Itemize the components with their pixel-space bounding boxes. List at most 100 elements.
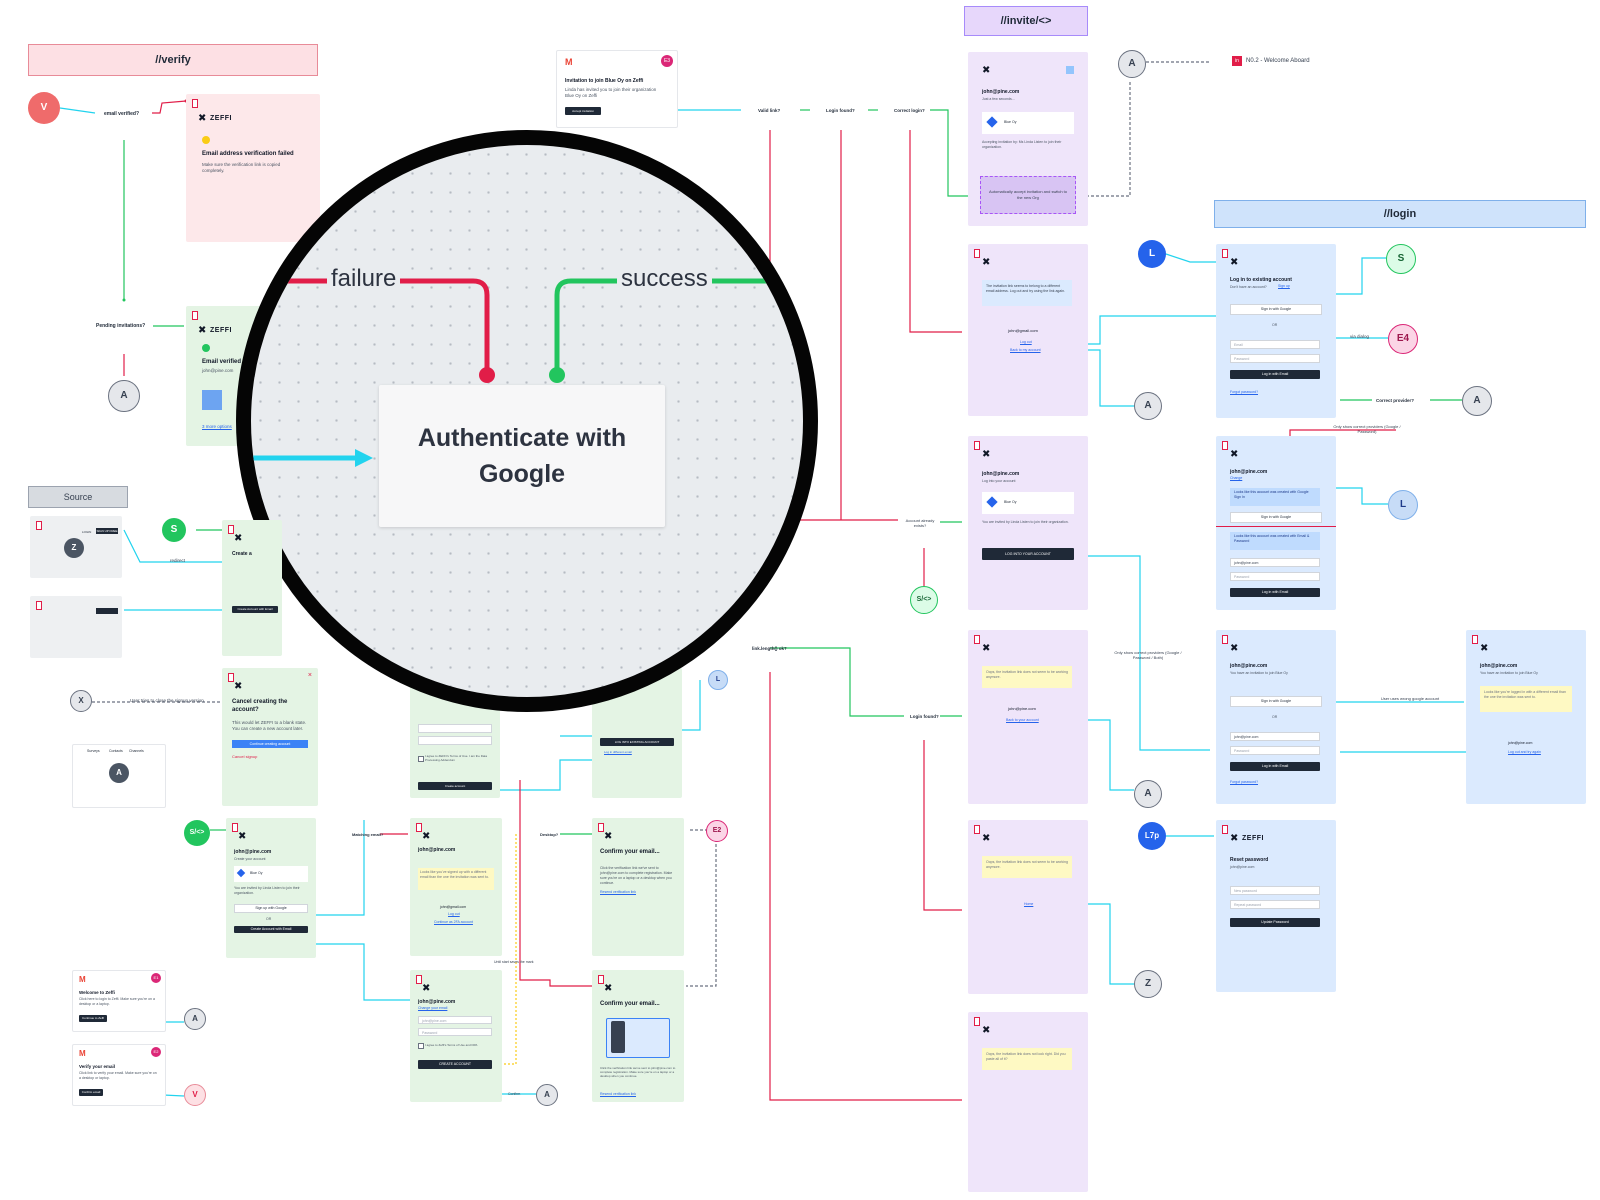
zeffi-logo-icon: ✖ xyxy=(982,65,991,76)
change-email-link[interactable]: Change your email xyxy=(418,1006,448,1010)
frame-login-invite: ✖ john@pine.com You have an invitation t… xyxy=(1216,630,1336,804)
node-a-verify: A xyxy=(108,380,140,412)
invite-login-sub: Log into your account xyxy=(982,479,1016,483)
login-invite-email-field[interactable]: john@pine.com xyxy=(1230,732,1320,741)
create-email-field[interactable]: john@pine.com xyxy=(418,1016,492,1024)
login-invite-google-button[interactable]: Sign in with Google xyxy=(1230,696,1322,707)
badge-e1: E1 xyxy=(151,973,161,983)
provider-login-button[interactable]: Log in with Email xyxy=(1230,588,1320,597)
create-left-button[interactable]: Create Account with Email xyxy=(232,606,278,613)
label-matching-email: Matching email? xyxy=(352,832,384,837)
invite-login-button[interactable]: LOG INTO YOUR ACCOUNT xyxy=(982,548,1074,560)
resend-link-2[interactable]: Resend verification link xyxy=(600,1092,636,1096)
brand-name: ZEFFI xyxy=(1242,835,1264,842)
login-google-button[interactable]: Sign in with Google xyxy=(1230,304,1322,315)
org-logo-icon xyxy=(236,868,246,878)
zeffi-logo-icon: ✖ xyxy=(422,831,431,842)
create-password-field[interactable]: Password xyxy=(418,1028,492,1036)
check-icon xyxy=(202,344,210,352)
nav-surveys[interactable]: Surveys xyxy=(87,749,100,753)
cancel-body: This would let ZEFFI to a blank state. Y… xyxy=(232,720,307,731)
badge-e3: E3 xyxy=(661,55,673,67)
label-redirect: redirect xyxy=(170,558,186,563)
mid-create-account-button[interactable]: Create account xyxy=(418,782,492,790)
or-divider: OR xyxy=(1272,323,1278,327)
gmail-icon: M xyxy=(79,975,86,984)
zeffi-logo-icon: ✖ xyxy=(982,643,991,654)
oops2-note: Oops, the invitation link does not seem … xyxy=(982,856,1072,878)
zeffi-logo-icon: ✖ xyxy=(234,681,243,692)
frame-verify-failed: ✖ ZEFFI Email address verification faile… xyxy=(186,94,320,242)
frame-signup-invite: ✖ john@pine.com Create your account Blue… xyxy=(226,818,316,958)
node-s-login: S xyxy=(1386,244,1416,274)
wrong-google-sub: You have an invitation to join Blue Oy xyxy=(1480,671,1538,675)
mid-login-existing-button[interactable]: LOG INTO EXISTING ACCOUNT xyxy=(600,738,674,746)
mid-email-field[interactable] xyxy=(418,724,492,733)
frame-tag xyxy=(974,825,980,834)
continue-zeffi-button[interactable]: Continue to Zeffi xyxy=(79,1015,107,1022)
tab-login[interactable]: LOGIN xyxy=(82,530,92,534)
cancel-signup-link[interactable]: Cancel signup xyxy=(232,754,258,759)
login-invite-button[interactable]: Log in with Email xyxy=(1230,762,1320,771)
org-name: Blue Oy xyxy=(250,871,263,875)
more-options-link[interactable]: 3 more options xyxy=(202,424,232,429)
oops-back-link[interactable]: Back to your account xyxy=(1006,718,1039,722)
login-invite-sub: You have an invitation to join Blue Oy xyxy=(1230,671,1288,675)
terms-checkbox[interactable] xyxy=(418,756,424,762)
mid-login-different-link[interactable]: Log in different email xyxy=(604,750,632,754)
login-email-button[interactable]: Log in with Email xyxy=(1230,370,1320,379)
resend-link[interactable]: Resend verification link xyxy=(600,890,636,894)
logout-try-again-link[interactable]: Log out and try again xyxy=(1508,750,1541,754)
zeffi-logo-icon: ✖ xyxy=(198,325,207,336)
continue-creating-button[interactable]: Continue creating account xyxy=(232,740,308,748)
login-invite-password-field[interactable]: Password xyxy=(1230,746,1320,755)
mid-password-field[interactable] xyxy=(418,736,492,745)
frame-tag xyxy=(1222,635,1228,644)
new-password-field[interactable]: New password xyxy=(1230,886,1320,895)
login-email-field[interactable]: Email xyxy=(1230,340,1320,349)
log-out-link[interactable]: Log out xyxy=(448,912,460,916)
invite-accept-email: john@pine.com xyxy=(982,89,1020,95)
repeat-password-field[interactable]: Repeat password xyxy=(1230,900,1320,909)
zeffi-logo-icon: ✖ xyxy=(1230,833,1239,844)
forgot-password-link[interactable]: Forgot password? xyxy=(1230,390,1259,394)
signup-button[interactable]: SIGN UP FREE xyxy=(96,528,118,534)
wrong-logout-link[interactable]: Log out xyxy=(1020,340,1032,344)
welcome-aboard-link[interactable]: N0.2 - Welcome Aboard xyxy=(1246,58,1310,64)
nav-channels[interactable]: Channels xyxy=(129,749,144,753)
frame-tag xyxy=(598,823,604,832)
signup-link[interactable]: Sign up xyxy=(1278,284,1290,288)
verify-email-title: Verify your email xyxy=(79,1064,116,1069)
accept-invitation-button[interactable]: Accept invitation xyxy=(565,107,601,115)
update-password-button[interactable]: Update Password xyxy=(1230,918,1320,927)
provider-email-field[interactable]: john@pine.com xyxy=(1230,558,1320,567)
change-link[interactable]: Change xyxy=(1230,476,1243,480)
signup-button[interactable] xyxy=(96,608,118,614)
confirm-email-button[interactable]: Confirm email xyxy=(79,1089,103,1096)
frame-tag xyxy=(228,673,234,682)
login-password-field[interactable]: Password xyxy=(1230,354,1320,363)
continue-2fa-link[interactable]: Continue as 2FA account xyxy=(434,920,473,924)
frame-tag xyxy=(974,249,980,258)
oops2-home-link[interactable]: Home xyxy=(1024,902,1034,906)
frame-tag xyxy=(416,975,422,984)
node-l-login: L xyxy=(1138,240,1166,268)
node-x: X xyxy=(70,690,92,712)
frame-login-wrong-google: ✖ john@pine.com You have an invitation t… xyxy=(1466,630,1586,804)
provider-google-button[interactable]: Sign in with Google xyxy=(1230,512,1322,523)
node-l-login-2: L xyxy=(1388,490,1418,520)
frame-create-account-left: ✖ Create a Create Account with Email xyxy=(222,520,282,656)
signup-google-button[interactable]: Sign up with Google xyxy=(234,904,308,913)
signup-body: You are invited by Linda Listen to join … xyxy=(234,886,300,895)
login-invite-forgot-link[interactable]: Forgot password? xyxy=(1230,780,1259,784)
create-account-button[interactable]: CREATE ACCOUNT xyxy=(418,1060,492,1069)
terms-checkbox[interactable] xyxy=(418,1043,424,1049)
signup-sub: Create your account xyxy=(234,857,266,861)
laptop-illustration-icon xyxy=(606,1018,670,1058)
frame-tag xyxy=(1472,635,1478,644)
back-to-account-link[interactable]: Back to my account xyxy=(1010,348,1041,352)
close-icon[interactable]: × xyxy=(307,672,312,679)
provider-password-field[interactable]: Password xyxy=(1230,572,1320,581)
create-account-email-button[interactable]: Create Account with Email xyxy=(234,926,308,933)
nav-contacts[interactable]: Contacts xyxy=(109,749,123,753)
